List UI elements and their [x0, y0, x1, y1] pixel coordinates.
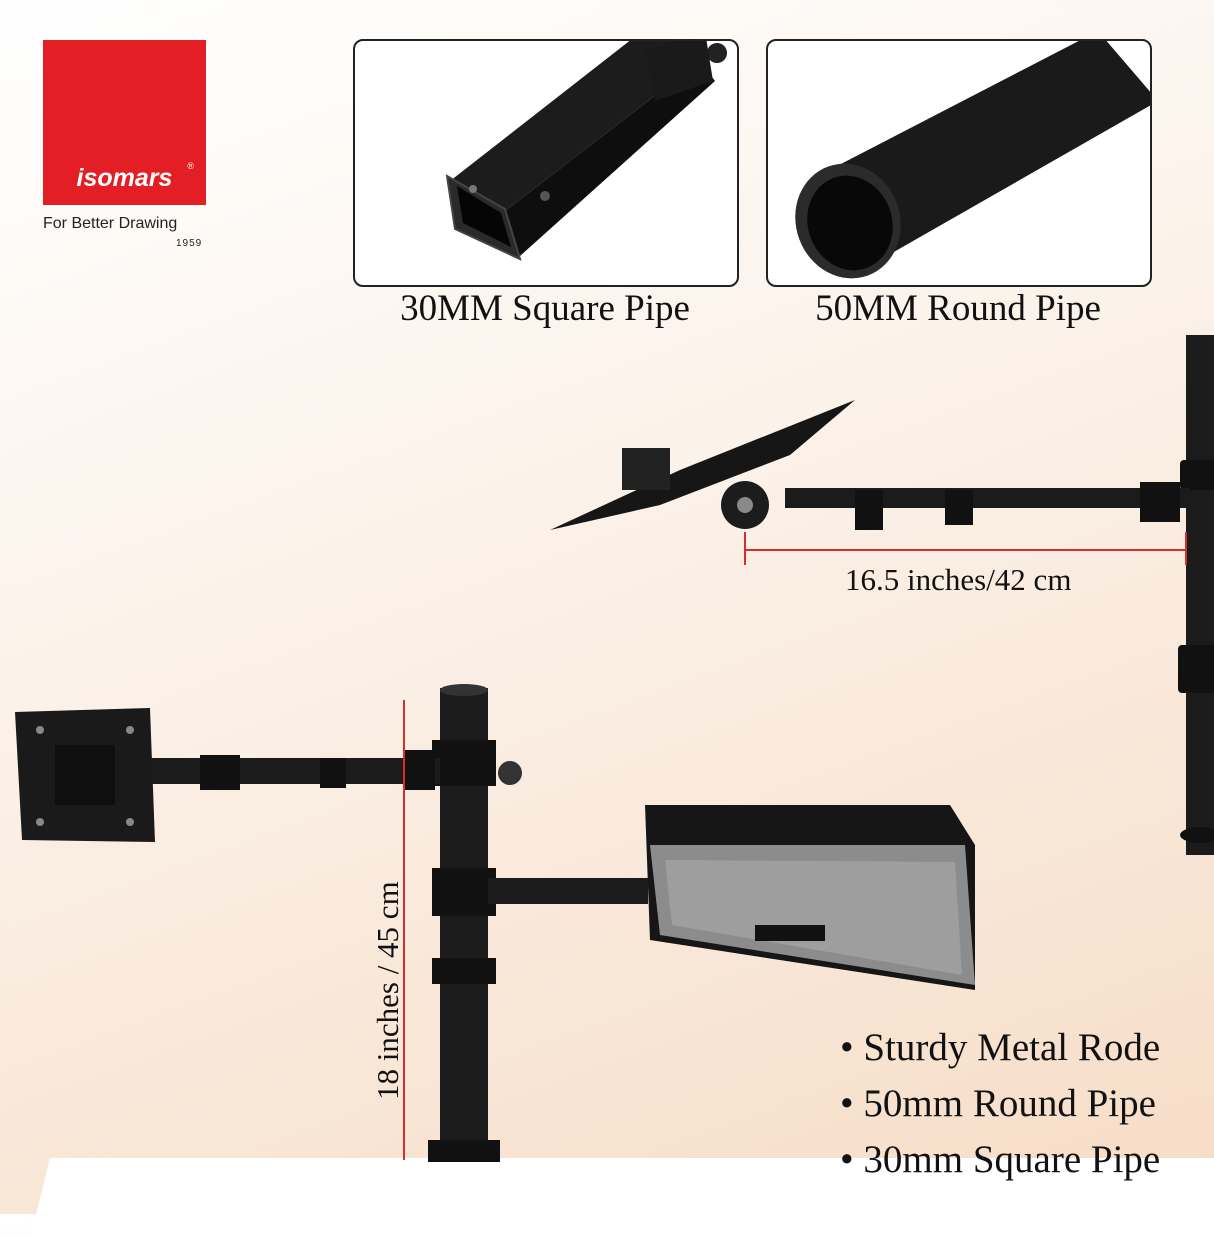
brand-tagline: For Better Drawing [43, 215, 178, 232]
pole-height-label: 18 inches / 45 cm [370, 881, 405, 1100]
square-pipe-panel [353, 39, 739, 287]
square-pipe-caption: 30MM Square Pipe [400, 288, 690, 329]
feature-item: Sturdy Metal Rode [840, 1020, 1160, 1076]
feature-item: 50mm Round Pipe [840, 1076, 1160, 1132]
brand-year: 1959 [176, 238, 203, 249]
feature-item: 30mm Square Pipe [840, 1132, 1160, 1188]
registered-mark: ® [187, 161, 194, 171]
brand-logo: isomars ® [43, 40, 206, 205]
main-pole [428, 684, 522, 1162]
brand-name: isomars [76, 164, 173, 192]
square-pipe-image [445, 41, 727, 261]
round-pipe-image [795, 41, 1150, 279]
arm-dimension-line [744, 532, 1187, 565]
feature-list: Sturdy Metal Rode 50mm Round Pipe 30mm S… [840, 1020, 1160, 1188]
arm-length-label: 16.5 inches/42 cm [845, 562, 1072, 597]
round-pipe-panel [766, 39, 1152, 287]
laptop-tray [488, 805, 975, 990]
upper-tray-arm [550, 400, 1190, 530]
right-pole [1178, 335, 1214, 855]
monitor-arm [15, 708, 440, 842]
round-pipe-caption: 50MM Round Pipe [815, 288, 1101, 329]
